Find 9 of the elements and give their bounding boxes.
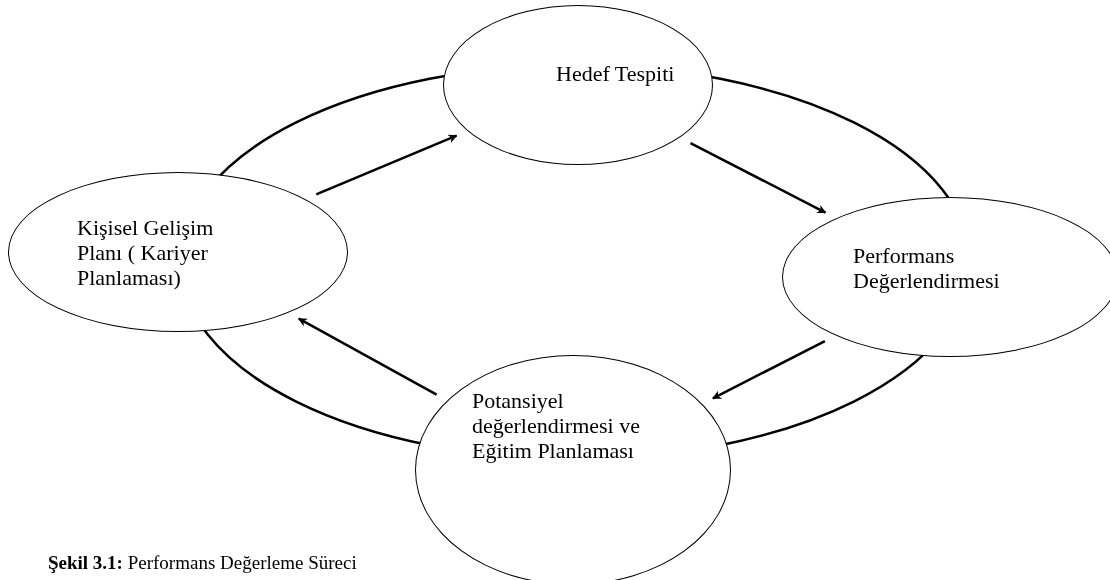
arrow — [712, 339, 826, 400]
figure-caption: Şekil 3.1: Performans Değerleme Süreci — [48, 552, 357, 574]
node-label: Kişisel Gelişim Planı ( Kariyer Planlaması) — [77, 215, 215, 290]
arrow — [689, 141, 827, 214]
arrow — [315, 134, 458, 196]
node-label: Performans Değerlendirmesi — [853, 243, 1001, 293]
node-label: Potansiyel değerlendirmesi ve Eğitim Planlaması — [472, 388, 641, 463]
node-label: Hedef Tespiti — [556, 61, 676, 86]
arrow — [298, 317, 438, 396]
